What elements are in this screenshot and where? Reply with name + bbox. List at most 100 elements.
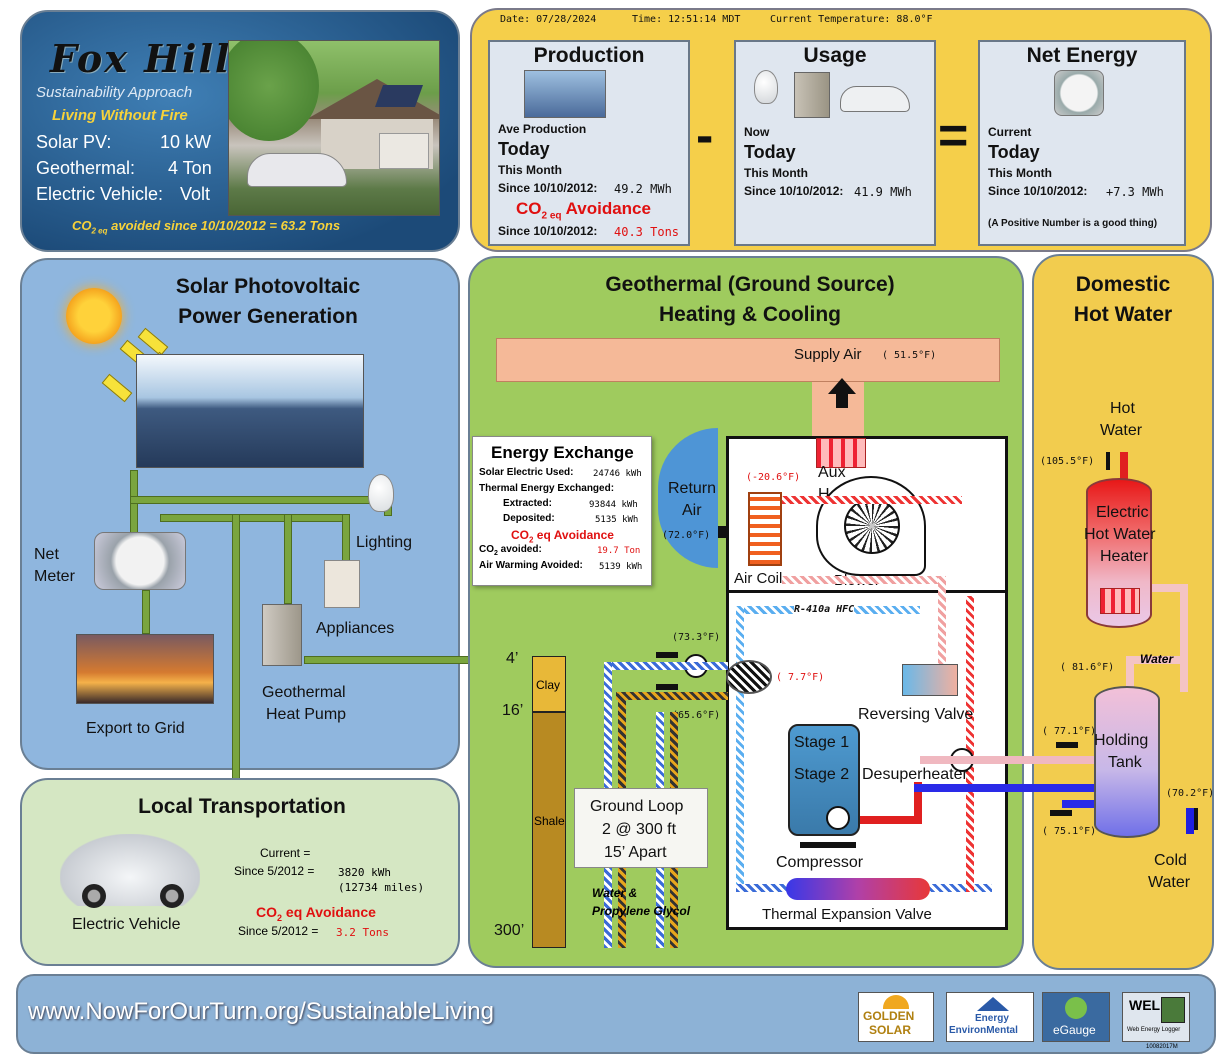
car-shape: [247, 153, 347, 187]
supply-air-duct: [496, 338, 1000, 382]
equals-operator: =: [938, 107, 969, 165]
usage-month-label: This Month: [744, 166, 808, 180]
ee-thermal-label: Thermal Energy Exchanged:: [479, 483, 615, 494]
heater-element: [1100, 588, 1140, 614]
transport-co2-title: CO: [256, 904, 277, 920]
appliances-label: Appliances: [316, 620, 395, 637]
ee-co2-heading: CO2 eq Avoidance: [511, 528, 614, 544]
dhw-panel: Domestic Hot Water Hot Water (105.5°F) E…: [1032, 254, 1214, 970]
transport-since-label: Since 5/2012 =: [234, 864, 315, 878]
ee-co2-label-main: CO: [479, 544, 494, 555]
minus-operator: -: [696, 107, 714, 165]
footer-version: 10082017M: [1146, 1044, 1178, 1050]
net-meter-label-2: Meter: [34, 568, 75, 585]
ee-air-label: Air Warming Avoided:: [479, 560, 583, 571]
fox-hill-title: Fox Hill: [50, 36, 232, 81]
inlet-temp: ( 77.1°F): [1042, 726, 1097, 737]
holding-label-1: Holding: [1094, 732, 1149, 749]
export-to-grid-label: Export to Grid: [86, 720, 185, 737]
net-note: (A Positive Number is a good thing): [988, 218, 1158, 229]
ee-deposited-value: 5135 kWh: [595, 515, 639, 525]
production-ave-label: Ave Production: [498, 122, 587, 136]
fox-co2-text: avoided since 10/10/2012 = 63.2 Tons: [111, 218, 341, 233]
production-co2-since: Since 10/10/2012:: [498, 224, 598, 238]
production-today-label: Today: [498, 139, 550, 159]
refrigerant-line-left: [736, 606, 744, 886]
ee-deposited-label: Deposited:: [503, 513, 555, 524]
transport-co2-value: 3.2 Tons: [336, 926, 389, 939]
production-co2-value: 40.3 Tons: [614, 225, 680, 239]
heater-label-1: Electric: [1096, 504, 1149, 521]
usage-today-label: Today: [744, 142, 796, 162]
production-card: Production Ave Production Today This Mon…: [488, 40, 690, 246]
egauge-logo[interactable]: eGauge: [1042, 992, 1110, 1042]
hot-water-label-1: Hot: [1110, 400, 1135, 417]
depth-300-label: 300’: [494, 922, 525, 939]
solar-pv-panel: Solar Photovoltaic Power Generation Net …: [20, 258, 472, 780]
ev-value: Volt: [180, 184, 211, 204]
aux-heat-label-1: Aux: [818, 464, 846, 481]
outlet-temp: ( 75.1°F): [1042, 826, 1097, 837]
fluid-label-2: Propylene Glycol: [592, 904, 691, 918]
production-since-label: Since 10/10/2012:: [498, 181, 598, 195]
supply-arrow-icon: [828, 378, 856, 394]
return-air-duct: [658, 428, 718, 568]
desuperheater-line: [914, 782, 922, 824]
return-air-label-1: Return: [668, 480, 717, 497]
supply-air-temp: ( 51.5°F): [882, 350, 937, 361]
wire-to-geothermal: [304, 656, 472, 664]
outlet-arrow: [1050, 810, 1072, 816]
compressor-label: Compressor: [776, 854, 864, 871]
wel-logo[interactable]: WEL Web Energy Logger: [1122, 992, 1190, 1042]
ee-co2-sub: 2: [529, 535, 534, 545]
solar-pv-value: 10 kW: [160, 132, 212, 152]
net-energy-title: Net Energy: [1026, 44, 1138, 67]
meter-icon: [1054, 70, 1104, 116]
heat-pump-icon: [262, 604, 302, 666]
production-co2-sub: 2 eq: [541, 210, 562, 222]
compressor-base: [800, 842, 856, 848]
refrigerant-temp: ( 7.7°F): [776, 672, 825, 683]
heater-to-tank-pipe: [1152, 584, 1186, 592]
desuper-return-line-b: [1062, 800, 1094, 808]
holding-tank: [1094, 686, 1160, 838]
house-logo-icon: [977, 997, 1009, 1011]
geothermal-label: Geothermal:: [36, 158, 136, 178]
ee-co2-title: CO: [511, 528, 529, 542]
depth-4-label: 4’: [506, 650, 519, 667]
fluid-label-1: Water &: [592, 886, 638, 900]
energy-environmental-logo[interactable]: Energy EnvironMental: [946, 992, 1034, 1042]
tree-shape: [229, 41, 319, 141]
logo-wel-sub: Web Energy Logger: [1127, 1027, 1181, 1033]
stage2-label: Stage 2: [794, 766, 850, 783]
production-since-value: 49.2 MWh: [614, 182, 672, 196]
inlet-arrow: [1056, 742, 1078, 748]
ground-loop-box: [574, 788, 708, 868]
production-photo: [524, 70, 606, 118]
ee-extracted-value: 93844 kWh: [589, 500, 638, 510]
golden-solar-logo[interactable]: GOLDEN SOLAR: [858, 992, 934, 1042]
ee-extracted-label: Extracted:: [503, 498, 552, 509]
ee-solar-value: 24746 kWh: [593, 469, 642, 479]
net-current-label: Current: [988, 125, 1032, 139]
transport-co2-sub: 2: [277, 912, 283, 923]
loop-in-temp: (65.6°F): [672, 710, 721, 721]
wire-meter-to-grid: [142, 590, 150, 634]
solar-roof-panel: [374, 85, 424, 107]
energy-summary-panel: Date: 07/28/2024 Time: 12:51:14 MDT Curr…: [470, 8, 1212, 252]
cabinet-divider: [726, 590, 1008, 593]
fox-co2-prefix: CO: [72, 218, 92, 233]
air-coil-temp: (-20.6°F): [746, 472, 801, 483]
footer-url[interactable]: www.NowForOurTurn.org/SustainableLiving: [28, 998, 494, 1025]
ee-co2-label: CO2 avoided:: [479, 544, 542, 557]
cold-water-label-2: Water: [1148, 874, 1191, 891]
production-month-label: This Month: [498, 163, 562, 177]
transport-co2-heading: CO2 eq Avoidance: [256, 904, 376, 923]
geo-hp-label-2: Heat Pump: [266, 706, 347, 723]
heater-to-tank-pipe-v: [1180, 584, 1188, 692]
dhw-title-1: Domestic: [1075, 273, 1171, 296]
compressor-pump-icon: [826, 806, 850, 830]
ee-co2-word: eq Avoidance: [536, 528, 614, 542]
usage-now-label: Now: [744, 125, 770, 139]
air-coil-label: Air Coil: [734, 570, 783, 587]
